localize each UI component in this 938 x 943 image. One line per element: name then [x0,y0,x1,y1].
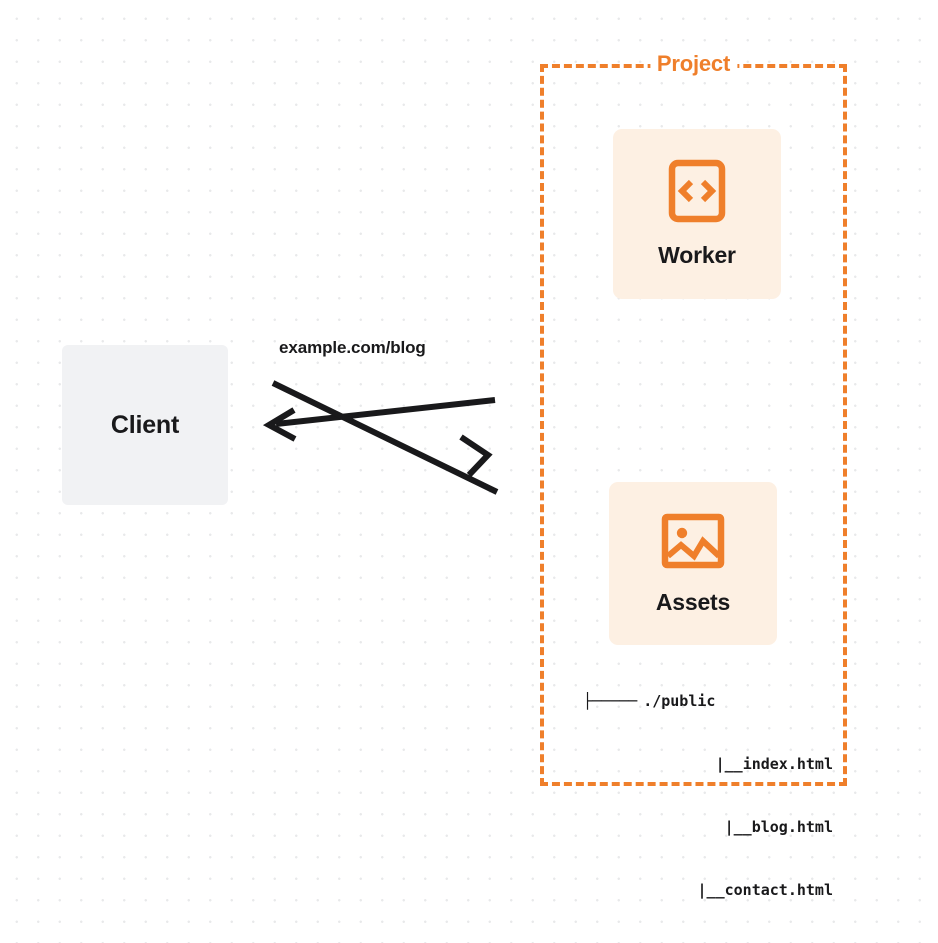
client-node[interactable]: Client [62,345,228,505]
tree-item-name: ./public [643,692,716,710]
tree-item-name: index.html [742,755,833,773]
file-tree-row: |__contact.html [583,880,833,901]
assets-node-label: Assets [655,588,731,615]
project-title: Project [649,51,738,77]
tree-branch-glyph: |__ [715,755,743,773]
tree-item-name: blog.html [751,818,833,836]
image-picture-icon [661,512,725,575]
file-tree-row: ├───── ./public [583,691,833,712]
connection-label: example.com/blog [279,338,426,357]
file-tree-row: |__index.html [583,754,833,775]
tree-branch-glyph: |__ [697,881,725,899]
diagram-canvas: Client example.com/blog Project [62,51,847,899]
tree-item-name: contact.html [724,881,833,899]
tree-branch-glyph: |__ [724,818,752,836]
project-group[interactable]: Project Worker Assets [540,51,847,899]
worker-node[interactable]: Worker [613,129,781,299]
assets-node[interactable]: Assets [609,482,777,645]
response-arrow-left [262,397,496,442]
assets-file-tree: ├─────./public |__index.html |__blog.htm… [583,649,833,943]
request-arrow-right [271,380,499,495]
connection-arrows [262,380,499,495]
tree-branch-glyph: ├───── [583,692,638,710]
worker-node-label: Worker [658,242,736,268]
code-brackets-icon [668,159,726,228]
client-node-label: Client [110,410,180,439]
file-tree-row: |__blog.html [583,817,833,838]
